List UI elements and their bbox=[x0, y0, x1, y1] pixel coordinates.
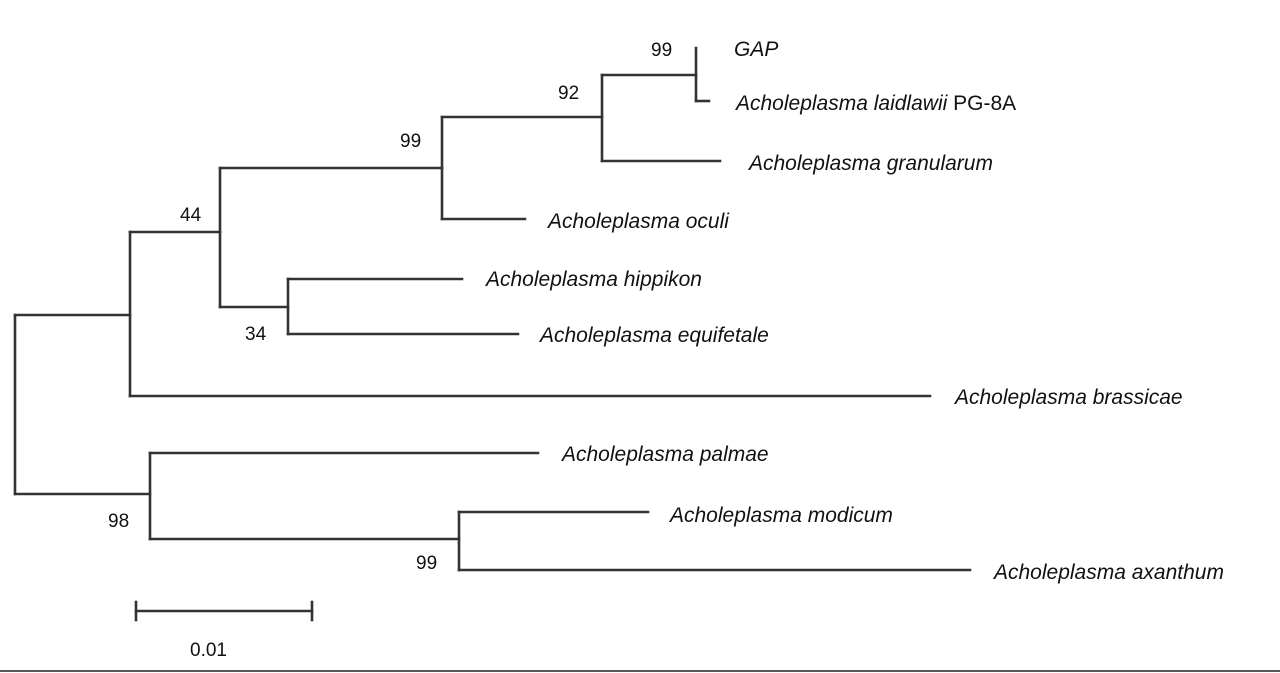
taxon-label-gap: GAP bbox=[734, 38, 778, 61]
taxon-label-laidlawii: Acholeplasma laidlawii PG-8A bbox=[734, 92, 1016, 115]
taxon-label-palmae: Acholeplasma palmae bbox=[560, 443, 769, 466]
taxon-label-modicum: Acholeplasma modicum bbox=[668, 504, 893, 527]
support-values: 99 92 99 44 34 98 99 bbox=[108, 40, 672, 574]
support-laidlawii-granularum: 92 bbox=[558, 83, 579, 104]
taxon-label-granularum: Acholeplasma granularum bbox=[747, 152, 993, 175]
taxon-label-hippikon: Acholeplasma hippikon bbox=[484, 268, 702, 291]
support-modicum-axanthum: 99 bbox=[416, 553, 437, 574]
strain-label: PG-8A bbox=[953, 92, 1016, 115]
taxon-labels: GAP Acholeplasma laidlawii PG-8A Acholep… bbox=[484, 38, 1224, 584]
support-palmae-clade: 98 bbox=[108, 511, 129, 532]
support-upper-clade: 44 bbox=[180, 205, 202, 226]
taxon-label-axanthum: Acholeplasma axanthum bbox=[992, 561, 1224, 584]
support-hippikon-equifetale: 34 bbox=[245, 324, 267, 345]
tree-branches bbox=[13, 46, 972, 572]
scale-bar-label: 0.01 bbox=[190, 640, 227, 661]
support-gap-laidlawii: 99 bbox=[651, 40, 672, 61]
scale-bar: 0.01 bbox=[134, 600, 314, 661]
taxon-label-equifetale: Acholeplasma equifetale bbox=[538, 324, 769, 347]
taxon-label-oculi: Acholeplasma oculi bbox=[546, 210, 730, 233]
taxon-label-brassicae: Acholeplasma brassicae bbox=[953, 386, 1183, 409]
support-oculi-clade: 99 bbox=[400, 131, 421, 152]
